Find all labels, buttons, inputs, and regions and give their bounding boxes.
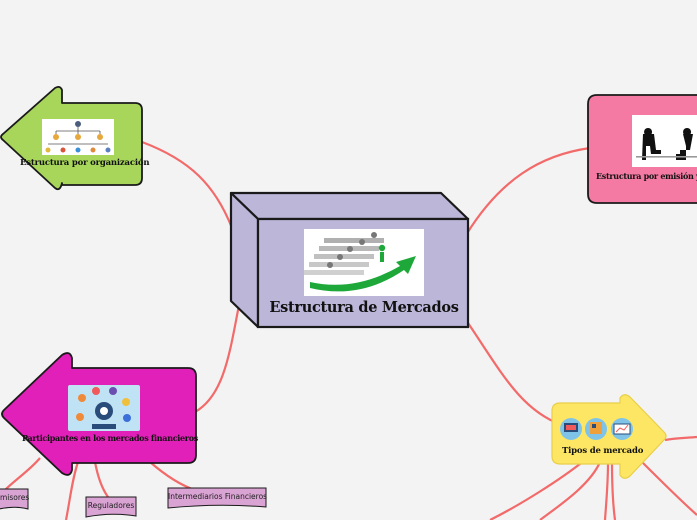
subnode-emisores[interactable] xyxy=(0,488,29,510)
central-node-top xyxy=(229,191,470,221)
node-participantes[interactable] xyxy=(1,352,197,476)
node-organizacion[interactable] xyxy=(0,85,143,191)
node-tipos-shape xyxy=(551,394,667,479)
connector-organizacion xyxy=(141,140,234,229)
subnode-intermediarios-shape xyxy=(167,487,267,509)
subnode-reguladores-label: Reguladores xyxy=(87,501,135,510)
staircase-icon xyxy=(304,232,416,292)
connector-participantes-sub2 xyxy=(64,461,80,520)
connector-tipos-sub6 xyxy=(664,435,697,442)
subnode-intermediarios[interactable] xyxy=(167,487,267,509)
node-organizacion-label: Estructura por organización xyxy=(20,158,150,168)
node-tipos-label: Tipos de mercado xyxy=(562,446,644,456)
subnode-reguladores-shape xyxy=(85,496,137,518)
connector-tipos-sub2 xyxy=(539,461,602,520)
central-node[interactable] xyxy=(229,191,470,329)
connector-tipos-sub5 xyxy=(639,459,697,516)
connector-tipos-sub4 xyxy=(610,461,617,520)
connector-emisores xyxy=(4,457,41,491)
connectors xyxy=(4,140,697,520)
node-emision[interactable] xyxy=(587,94,697,204)
market-types-icon xyxy=(560,418,633,440)
node-tipos[interactable] xyxy=(551,394,667,479)
central-node-title: Estructura de Mercados xyxy=(269,299,459,316)
silhouette-icon xyxy=(636,128,697,160)
connector-emision xyxy=(465,146,591,236)
connector-tipos-sub1 xyxy=(489,459,586,520)
node-emision-label: Estructura por emisión y n xyxy=(596,171,697,181)
connector-intermediarios xyxy=(149,461,196,492)
subnode-reguladores[interactable] xyxy=(85,496,137,518)
connector-reguladores xyxy=(93,461,109,498)
connector-participantes xyxy=(194,299,242,413)
connector-tipos-sub3 xyxy=(603,461,610,520)
subnode-emisores-label: misores xyxy=(0,493,30,502)
subnode-intermediarios-label: Intermediarios Financieros xyxy=(168,492,268,501)
subnode-emisores-shape xyxy=(0,488,29,510)
participants-icon xyxy=(76,387,131,429)
org-chart-icon xyxy=(45,121,111,153)
connector-tipos xyxy=(465,319,563,427)
node-participantes-label: Participantes en los mercados financiero… xyxy=(22,433,198,443)
